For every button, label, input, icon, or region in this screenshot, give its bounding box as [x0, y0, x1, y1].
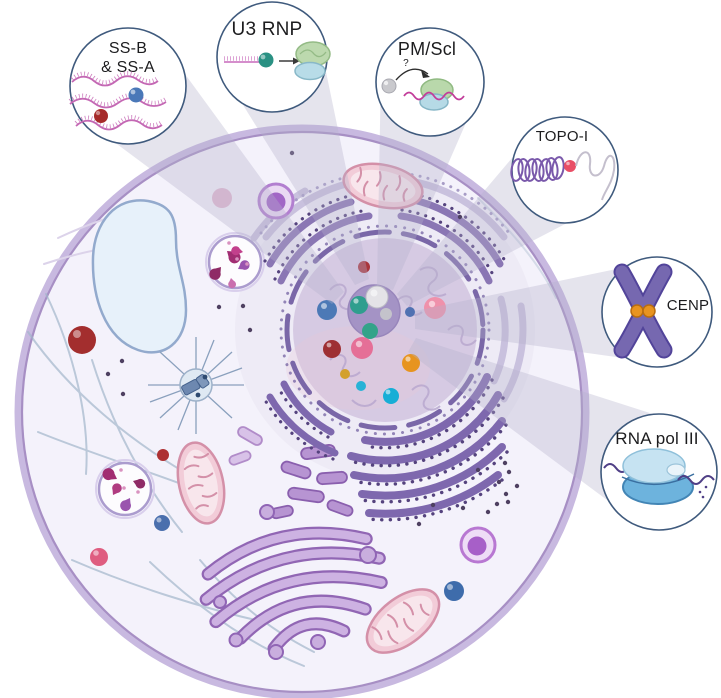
nuclear-envelope	[284, 229, 486, 431]
centrosome	[148, 337, 244, 434]
nuclear-antigen-spheres	[317, 261, 446, 404]
callout-label-ss-b: SS-B	[109, 40, 147, 57]
centromere	[630, 304, 644, 318]
rough-er-lower-right	[347, 373, 506, 518]
rough-er-lower-right-studs	[348, 378, 509, 522]
golgi-vesicles	[213, 504, 377, 660]
lysosome	[205, 232, 265, 292]
curved-arrow-icon	[395, 68, 430, 81]
ss-a-protein-sphere	[94, 109, 108, 123]
arrow-icon	[279, 57, 300, 65]
pm-scl-rna-strand	[403, 91, 465, 101]
callout-rna-pol-iii: RNA pol III	[600, 413, 718, 531]
vesicle	[257, 182, 295, 220]
mitochondrion	[176, 441, 226, 525]
relaxed-dna	[575, 151, 616, 201]
uncertainty-mark: ?	[403, 58, 409, 69]
rnp-complex-blue	[294, 61, 326, 81]
topo-i-protein-sphere	[564, 160, 576, 172]
ribosome-dots	[105, 150, 520, 527]
callout-label-ss-a: & SS-A	[101, 59, 155, 76]
lysosome-enzymes	[209, 241, 250, 289]
centromere	[642, 304, 656, 318]
callout-topo-i: TOPO-I	[510, 116, 619, 224]
lysosome	[95, 459, 155, 519]
nuclear-envelope-studs	[279, 224, 491, 436]
chromatin	[329, 266, 477, 411]
dna-specks	[698, 485, 708, 499]
nucleus	[279, 224, 491, 436]
cytoplasm-antigen-spheres	[68, 188, 464, 601]
golgi-apparatus	[199, 526, 388, 655]
mitochondrion	[365, 588, 441, 654]
callout-label-u3-rnp: U3 RNP	[232, 19, 303, 40]
beam-to-cenp	[415, 261, 659, 363]
vesicle	[459, 526, 497, 564]
callout-label-pm-scl: PM/Scl	[398, 39, 456, 59]
lysosome-enzymes	[102, 468, 146, 512]
fibrillarin-sphere	[258, 52, 274, 68]
supercoiled-dna	[510, 156, 565, 182]
callout-u3-rnp: U3 RNP	[216, 1, 331, 113]
dna-strand-right	[677, 475, 715, 485]
u3-rna-strand	[224, 56, 260, 63]
rough-er-lower-left	[266, 380, 339, 457]
rna-pol-iii-cleft	[666, 463, 686, 477]
callout-label-cenp: CENP	[667, 297, 709, 314]
callout-label-topo-i: TOPO-I	[536, 128, 589, 145]
callout-cenp: CENP	[601, 256, 713, 368]
callout-ss-b-ss-a: SS-B & SS-A	[68, 27, 187, 145]
vacuole	[91, 199, 188, 354]
mitochondrion	[342, 162, 424, 210]
cell-membrane-line	[20, 130, 584, 694]
ss-b-protein-sphere	[128, 87, 144, 103]
rna-strands	[68, 71, 168, 131]
callout-pm-scl: PM/Scl ?	[375, 27, 485, 137]
rough-er-lower-left-studs	[263, 385, 335, 461]
pm-scl-protein-sphere	[381, 78, 397, 94]
callout-label-rna-pol-iii: RNA pol III	[615, 429, 698, 448]
